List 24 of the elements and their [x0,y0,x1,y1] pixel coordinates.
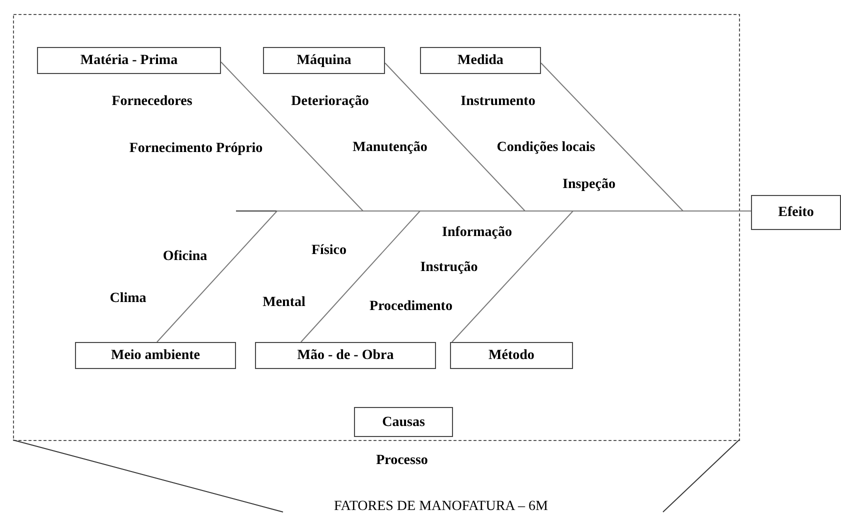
cause-label: Fornecedores [112,95,192,109]
cause-label: Clima [110,292,146,306]
category-box: Meio ambiente [75,342,236,369]
cause-label: Físico [312,244,346,258]
category-box: Causas [354,407,453,437]
category-box: Máquina [263,47,385,74]
category-box: Medida [420,47,541,74]
cause-label: Inspeção [562,178,616,192]
category-box: Mão - de - Obra [255,342,436,369]
cause-label: Informação [442,226,512,240]
effect-box: Efeito [751,195,841,230]
cause-label: Instrumento [460,95,536,109]
cause-label: Fornecimento Próprio [129,142,263,156]
cause-label: Mental [262,296,306,310]
category-box: Matéria - Prima [37,47,221,74]
cause-label: Condições locais [496,141,596,155]
cause-label: Procedimento [370,300,452,314]
cause-label: Manutenção [352,141,428,155]
diagram-title: FATORES DE MANOFATURA – 6M [334,500,548,514]
cause-label: Deterioração [291,95,369,109]
cause-label: Oficina [162,250,208,264]
category-box: Método [450,342,573,369]
process-label: Processo [376,454,428,468]
cause-label: Instrução [420,261,478,275]
